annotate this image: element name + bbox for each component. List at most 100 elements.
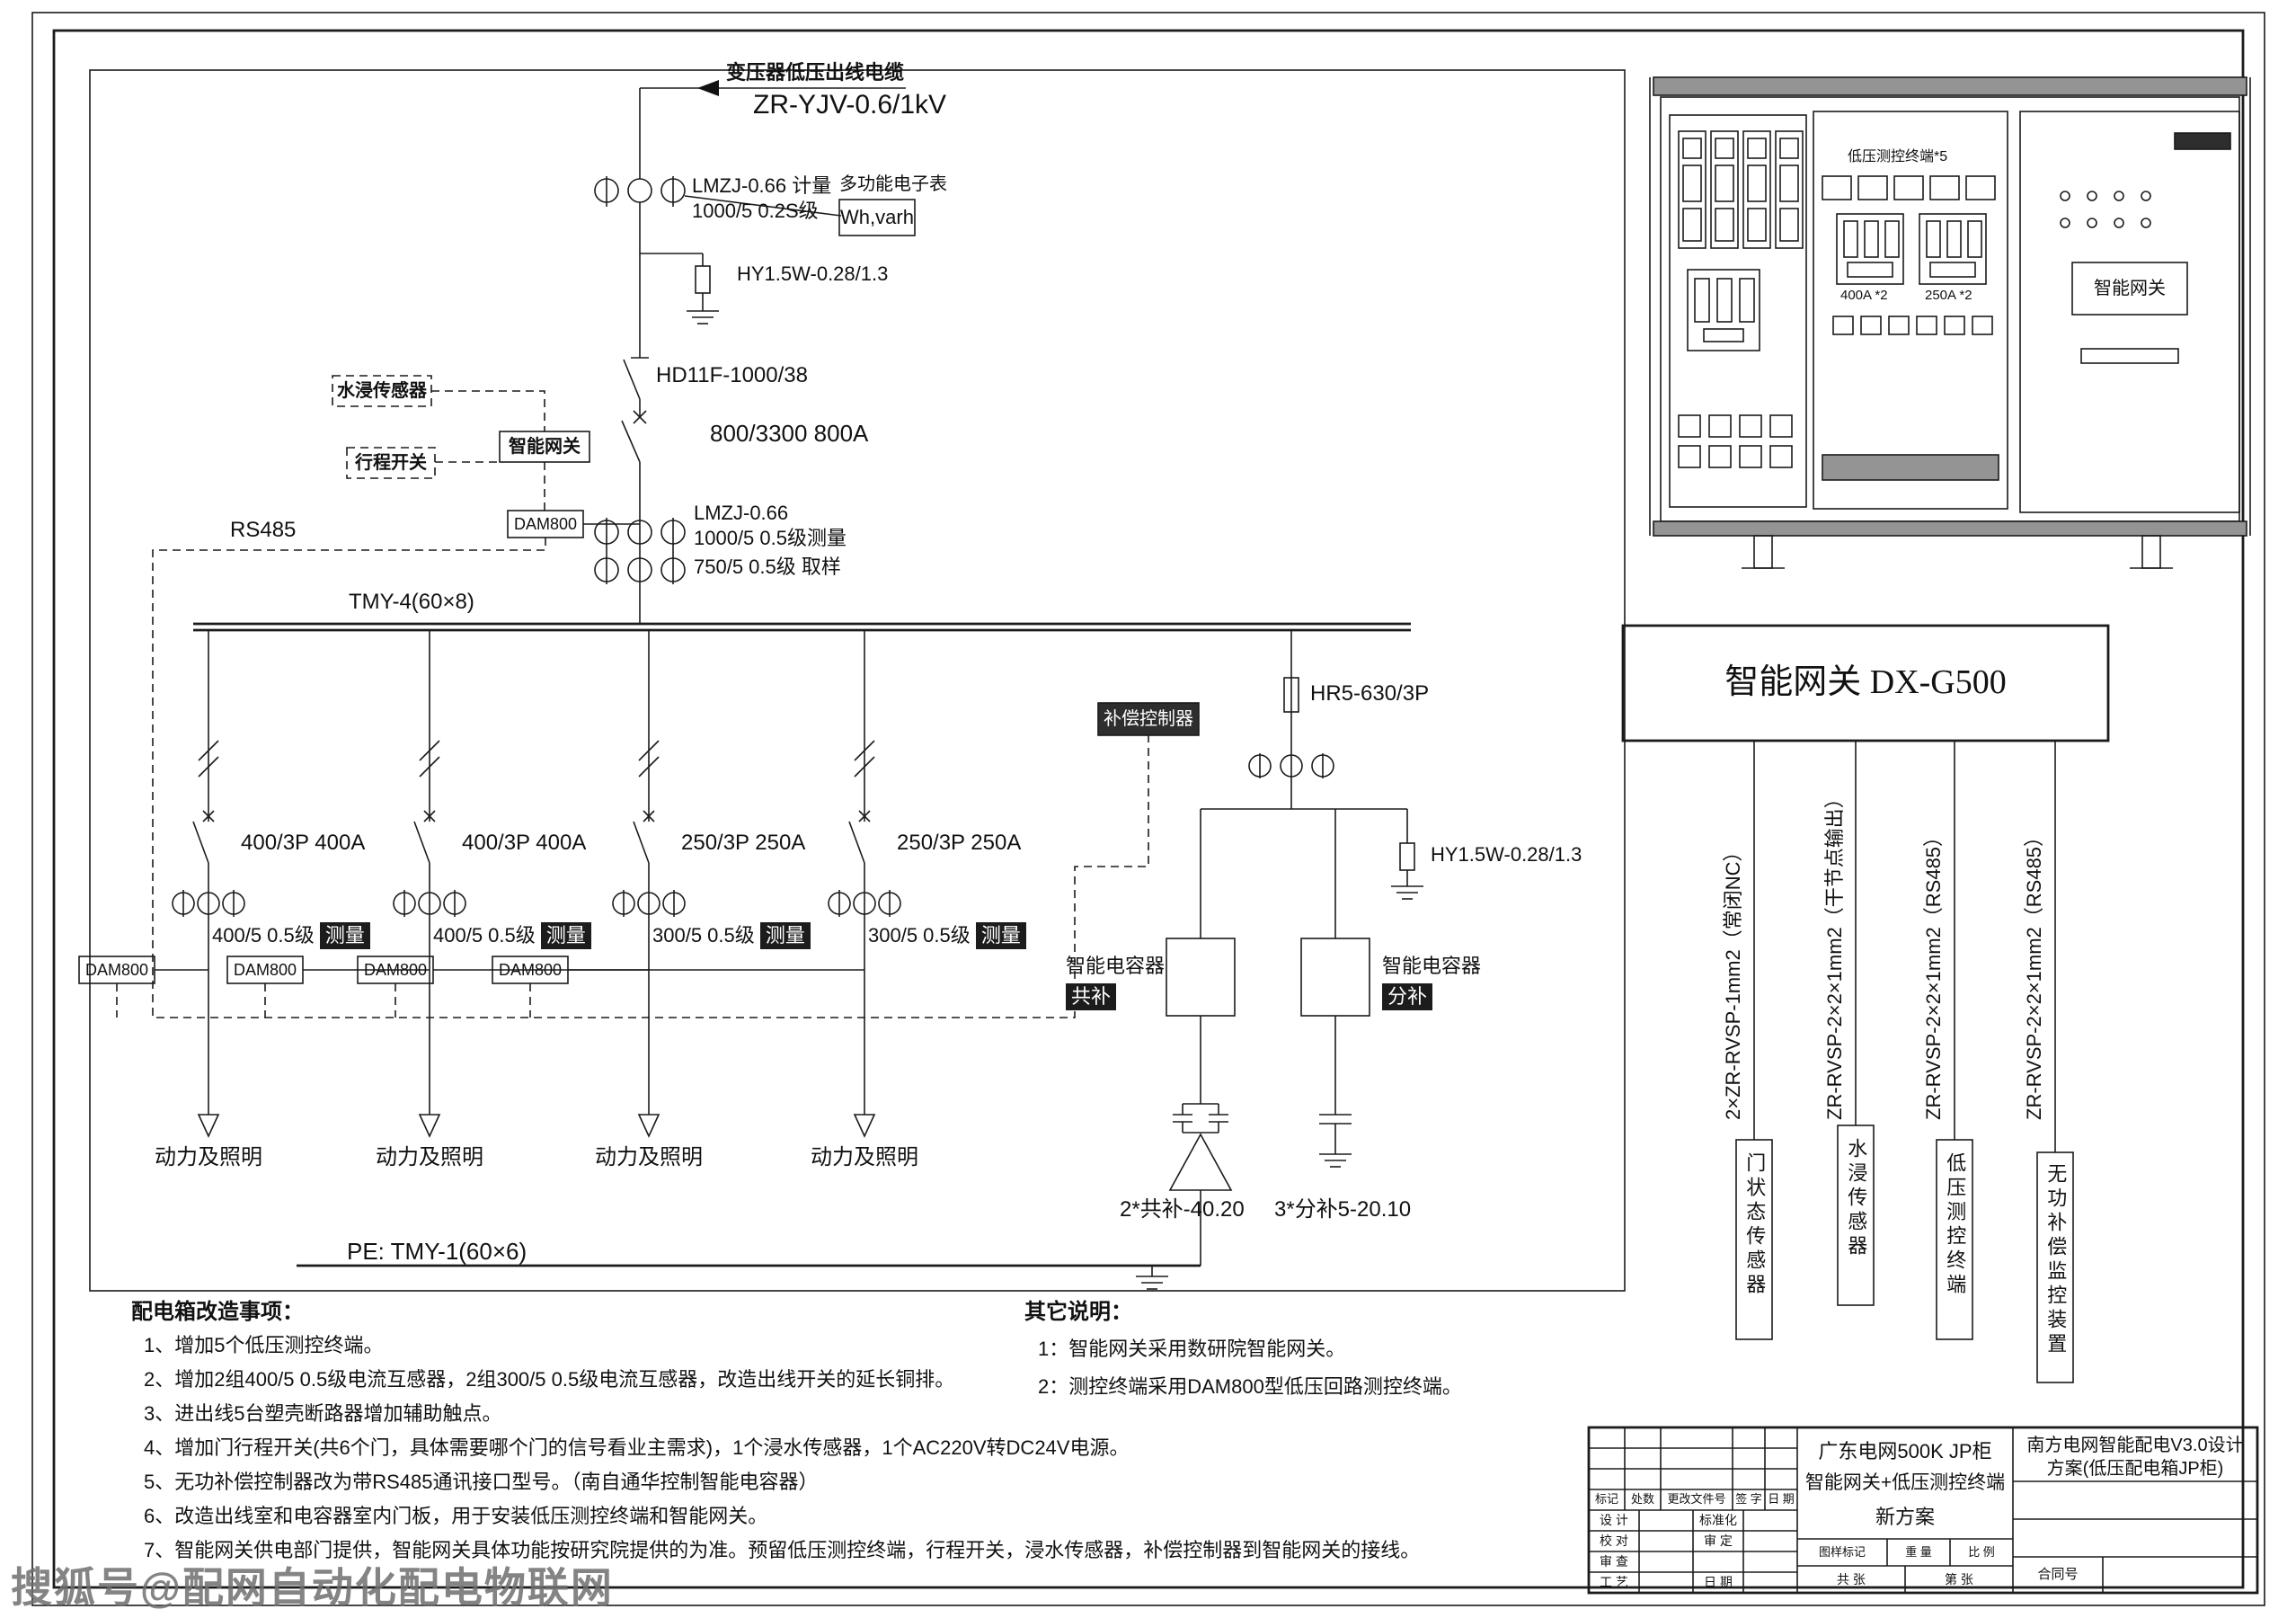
incoming-cable-spec: ZR-YJV-0.6/1kV [753, 90, 947, 120]
ct2-label-3: 750/5 0.5级 取样 [694, 556, 841, 578]
meter-title: 多功能电子表 [839, 174, 947, 194]
cable1-spec: 2×ZR-RVSP-1mm2（常闭NC） [1722, 841, 1744, 1120]
feeder-4-symbols [492, 630, 901, 1138]
note-item-3: 3、进出线5台塑壳断路器增加辅助触点。 [144, 1402, 502, 1425]
cap-common-tag: 共补 [1066, 983, 1117, 1010]
ct1-label-1: LMZJ-0.66 计量 [692, 174, 832, 197]
tb-scheme-2: 方案(低压配电箱JP柜) [2046, 1458, 2224, 1479]
feeder2-ct-tag: 测量 [540, 922, 591, 949]
meter-box [838, 199, 916, 236]
ct2-label-1: LMZJ-0.66 [694, 502, 789, 524]
pe-label: PE: TMY-1(60×6) [347, 1238, 527, 1265]
ct1-label-2: 1000/5 0.2S级 [692, 200, 819, 222]
cabinet-group2-label: 250A *2 [1925, 288, 1972, 303]
cabinet-gateway-label: 智能网关 [2094, 278, 2166, 298]
feeder2-load-label: 动力及照明 [376, 1145, 483, 1169]
cabinet-terminal-label: 低压测控终端*5 [1848, 149, 1948, 164]
cabinet-group1-label: 400A *2 [1840, 288, 1888, 303]
feeder4-ct-tag: 测量 [975, 922, 1026, 949]
tb-scheme-1: 南方电网智能配电V3.0设计 [2026, 1435, 2244, 1455]
tb-stage-mark: 图样标记 [1818, 1544, 1866, 1559]
feeder3-breaker-label: 250/3P 250A [681, 831, 806, 855]
note-item-6: 6、改造出线室和电容器室内门板，用于安装低压测控终端和智能网关。 [144, 1505, 768, 1527]
device4-label: 无功补偿监控装置 [2044, 1163, 2068, 1357]
tb-sheet-total: 共 张 [1837, 1571, 1866, 1587]
device3-label: 低压测控终端 [1944, 1152, 1967, 1298]
travel-switch-label: 行程开关 [355, 452, 427, 473]
breaker-symbol [621, 420, 641, 463]
feeder4-dam800-label: DAM800 [498, 960, 563, 979]
device1-label: 门状态传感器 [1743, 1152, 1767, 1298]
watermark: 搜狐号@配网自动化配电物联网 [11, 1564, 614, 1611]
tb-role-date: 日 期 [1704, 1575, 1733, 1590]
arrester-symbol [695, 265, 711, 294]
feeder3-load-label: 动力及照明 [595, 1145, 703, 1169]
feeder1-breaker-label: 400/3P 400A [241, 831, 366, 855]
meter-value: Wh,varh [840, 206, 914, 229]
note-item-1: 1、增加5个低压测控终端。 [144, 1334, 384, 1356]
monitoring-network [116, 375, 1149, 1018]
compensation-controller-label: 补偿控制器 [1104, 708, 1193, 729]
sheet-frame [31, 12, 2265, 1606]
feeder1-load-label: 动力及照明 [155, 1145, 262, 1169]
gateway-panel-title: 智能网关 DX-G500 [1724, 663, 2007, 702]
tb-scale: 比 例 [1968, 1544, 1995, 1559]
note-item-7: 7、智能网关供电部门提供，智能网关具体功能按研究院提供的为准。预留低压测控终端，… [144, 1539, 1421, 1561]
gateway-dx-g500-box [1621, 624, 2110, 742]
bus-label: TMY-4(60×8) [349, 590, 474, 614]
feeder4-ct-label: 300/5 0.5级 测量 [868, 922, 1026, 949]
notes-title: 配电箱改造事项： [131, 1300, 304, 1324]
cap-split-tag: 分补 [1382, 983, 1433, 1010]
common-rating-label: 2*共补-40.20 [1120, 1197, 1245, 1222]
travel-switch-box [346, 447, 436, 479]
fuse-symbol [1283, 677, 1299, 713]
tb-role-process: 工 艺 [1600, 1575, 1628, 1590]
other-notes-title: 其它说明： [1024, 1300, 1132, 1324]
compensation-controller-box [1097, 702, 1200, 736]
feeder4-load-label: 动力及照明 [811, 1145, 918, 1169]
tb-role-check: 校 对 [1600, 1534, 1628, 1549]
dam800-label: DAM800 [513, 514, 578, 533]
disconnect-label: HD11F-1000/38 [656, 363, 808, 387]
tb-rev-mark: 标记 [1594, 1492, 1618, 1507]
title-block-grid [1587, 1426, 2259, 1595]
feeder3-ct-tag: 测量 [759, 922, 811, 949]
tb-product-3: 新方案 [1875, 1506, 1935, 1529]
cap-split-label: 智能电容器 [1382, 955, 1482, 977]
ct2-label-2: 1000/5 0.5级测量 [694, 527, 847, 549]
tb-product-2: 智能网关+低压测控终端 [1804, 1471, 2006, 1493]
water-sensor-device-box [1837, 1125, 1875, 1306]
delta-symbol [1168, 1133, 1233, 1191]
other-note-2: 2：测控终端采用DAM800型低压回路测控终端。 [1038, 1375, 1462, 1398]
tb-rev-count: 处数 [1630, 1492, 1654, 1507]
capacitor-split-box [1300, 938, 1370, 1017]
feeder-1-symbols [78, 630, 245, 1138]
feeder4-breaker-label: 250/3P 250A [897, 831, 1022, 855]
gateway-wiring [1621, 624, 2110, 1383]
tb-sheet-no: 第 张 [1945, 1571, 1973, 1587]
other-note-1: 1：智能网关采用数研院智能网关。 [1038, 1338, 1346, 1360]
cabinet-elevation [1649, 76, 2251, 569]
feeder2-ct-label: 400/5 0.5级 测量 [433, 922, 591, 949]
incoming-cable-label: 变压器低压出线电缆 [726, 61, 905, 84]
tb-rev-date: 日 期 [1768, 1492, 1795, 1507]
disconnect-symbol [623, 359, 641, 400]
arrester-label: HY1.5W-0.28/1.3 [737, 262, 889, 285]
feeder2-dam800-label: DAM800 [233, 960, 297, 979]
feeder1-dam800-label: DAM800 [84, 960, 149, 979]
tb-rev-file: 更改文件号 [1667, 1492, 1726, 1507]
feeder1-ct-tag: 测量 [319, 922, 370, 949]
feeder1-ct-label: 400/5 0.5级 测量 [212, 922, 370, 949]
incoming-circuit [193, 80, 1411, 632]
tb-product-1: 广东电网500K JP柜 [1818, 1440, 1992, 1463]
cable4-spec: ZR-RVSP-2×2×1mm2（RS485） [2023, 826, 2045, 1120]
split-rating-label: 3*分补5-20.10 [1274, 1197, 1412, 1222]
feeder2-breaker-label: 400/3P 400A [462, 831, 587, 855]
main-breaker-label: 800/3300 800A [710, 420, 869, 447]
rs485-label: RS485 [230, 518, 297, 542]
cap-common-label: 智能电容器 [1066, 955, 1166, 977]
tb-rev-sign: 签 字 [1735, 1492, 1762, 1507]
feeder-3-symbols [357, 630, 686, 1138]
